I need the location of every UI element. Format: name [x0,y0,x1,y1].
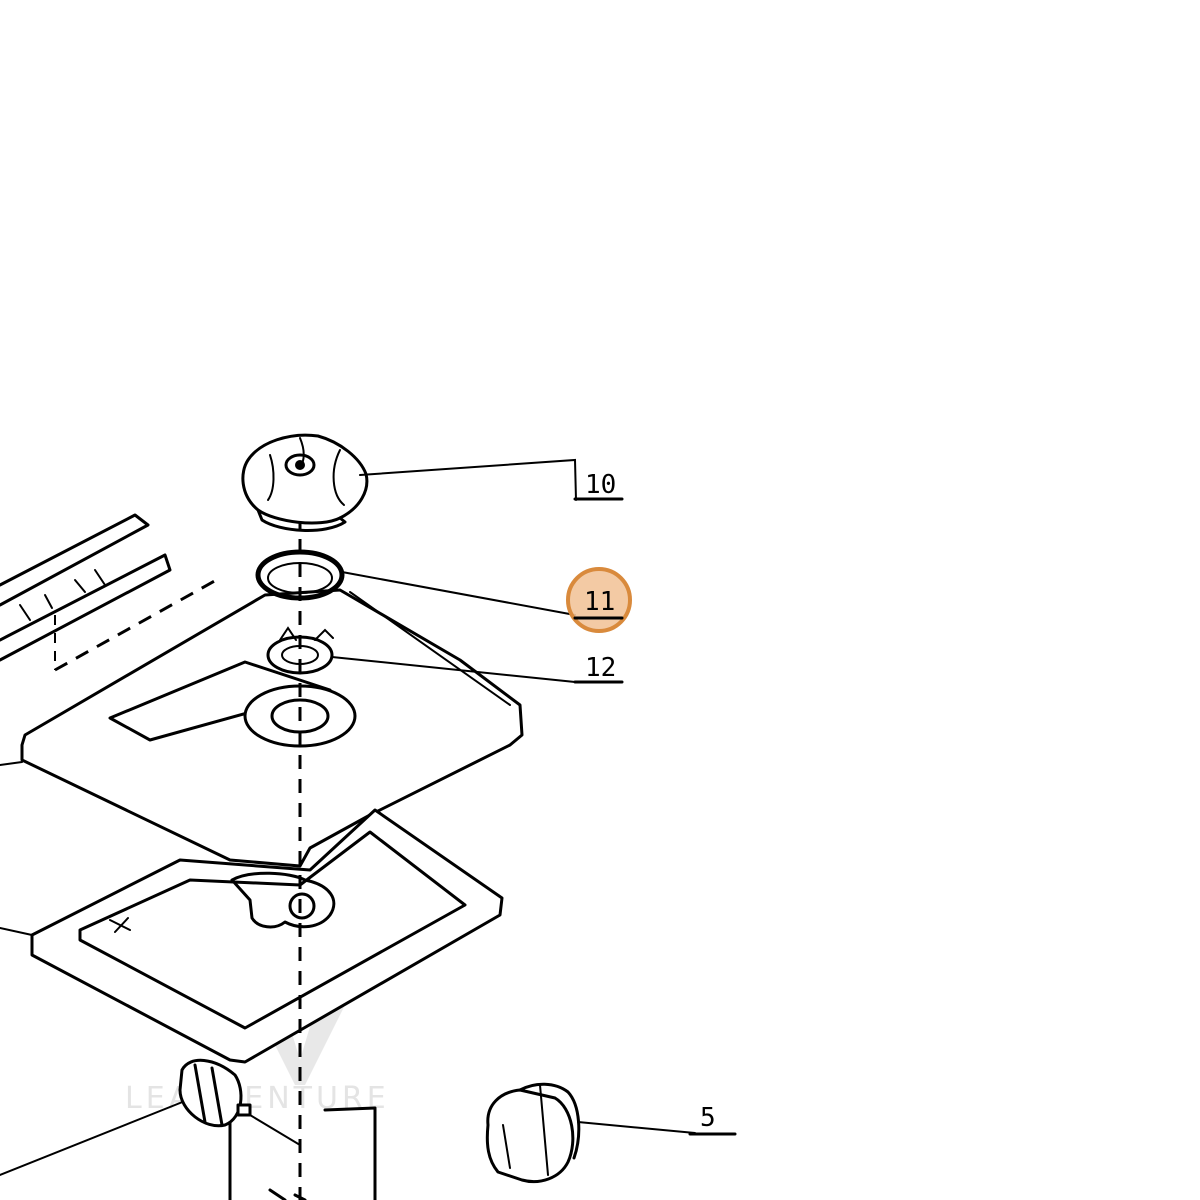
callout-label: 11 [584,587,615,617]
watermark-text: LEADVENTURE [125,1081,390,1116]
o-ring-part [255,549,345,601]
callout-label: 10 [585,470,616,500]
leader-lines [331,458,696,1134]
washer-part [266,626,334,675]
callout-label: 5 [700,1103,716,1133]
knob-part [241,433,369,532]
drain-plug-part [178,1058,252,1128]
cap-plug-part [485,1082,581,1184]
callout-12[interactable]: 12 [573,653,624,684]
callout-11[interactable]: 11 [573,587,624,620]
callout-10[interactable]: 10 [573,470,624,501]
callout-label: 12 [585,653,616,683]
callout-highlight-11 [566,567,632,633]
left-rail-part [0,513,221,672]
cover-plate-part [0,588,524,868]
gasket-frame-part [0,808,504,1064]
callout-5[interactable]: 5 [688,1103,737,1136]
